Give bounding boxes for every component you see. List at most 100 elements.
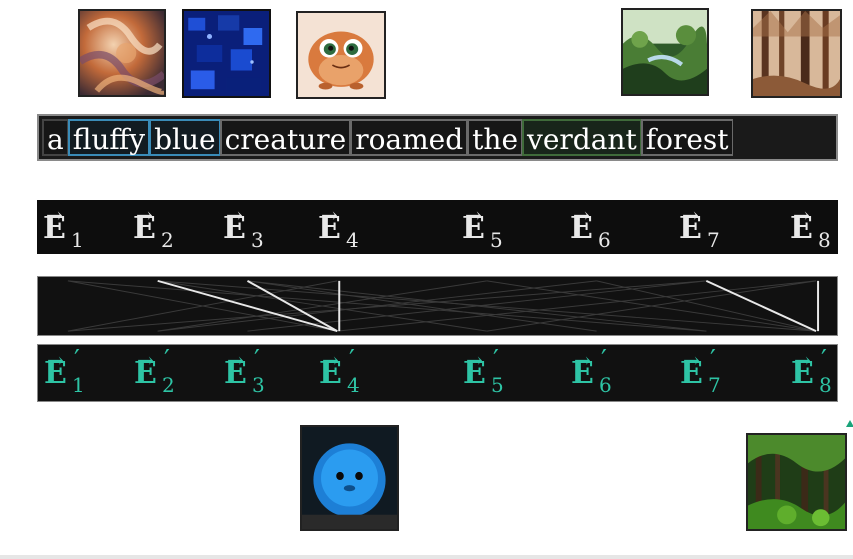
vector-arrow: → bbox=[227, 348, 244, 372]
vector-subscript: 7 bbox=[707, 228, 720, 252]
vector-symbol: E bbox=[133, 211, 156, 246]
vector-symbol: E bbox=[134, 356, 157, 391]
swirl-texture-image bbox=[78, 9, 166, 97]
bottom-divider bbox=[0, 555, 853, 559]
updated-embedding-1: →E′1 bbox=[44, 345, 99, 401]
updated-embedding-8: →E′8 bbox=[791, 345, 846, 401]
updated-embedding-4: →E′4 bbox=[319, 345, 374, 401]
attention-line bbox=[67, 280, 707, 332]
updated-embedding-bar: →E′1→E′2→E′3→E′4→E′5→E′6→E′7→E′8 bbox=[37, 344, 838, 402]
vector-subscript: 7 bbox=[708, 373, 721, 397]
attention-pattern-bar bbox=[37, 276, 838, 336]
vector-arrow: → bbox=[137, 348, 154, 372]
vector-arrow: → bbox=[794, 348, 811, 372]
word-the: the bbox=[467, 119, 523, 156]
vector-arrow: → bbox=[47, 348, 64, 372]
vector-subscript: 3 bbox=[251, 228, 264, 252]
vector-prime: ′ bbox=[254, 345, 260, 375]
attention-line bbox=[67, 280, 338, 332]
vector-prime: ′ bbox=[710, 345, 716, 375]
vector-symbol: E bbox=[570, 211, 593, 246]
vector-prime: ′ bbox=[821, 345, 827, 375]
word-creature: creature bbox=[219, 119, 351, 156]
vector-symbol: E bbox=[791, 356, 814, 391]
vector-symbol: E bbox=[679, 211, 702, 246]
vector-symbol: E bbox=[44, 356, 67, 391]
word-blue: blue bbox=[149, 119, 220, 156]
word-verdant: verdant bbox=[522, 119, 641, 156]
vector-subscript: 4 bbox=[347, 373, 360, 397]
vector-subscript: 5 bbox=[490, 228, 503, 252]
attention-line-strong bbox=[157, 279, 338, 333]
attention-line-strong bbox=[705, 279, 817, 333]
vector-symbol: E bbox=[318, 211, 341, 246]
vector-prime: ′ bbox=[493, 345, 499, 375]
verdant-image bbox=[621, 8, 709, 96]
corner-marker bbox=[846, 420, 853, 427]
vector-subscript: 1 bbox=[71, 228, 84, 252]
word-roamed: roamed bbox=[350, 119, 468, 156]
word-a: a bbox=[42, 119, 68, 156]
attention-line bbox=[157, 280, 487, 332]
vector-arrow: → bbox=[683, 348, 700, 372]
attention-line bbox=[337, 280, 817, 332]
updated-embedding-2: →E′2 bbox=[134, 345, 189, 401]
vector-arrow: → bbox=[136, 203, 153, 227]
vector-symbol: E bbox=[43, 211, 66, 246]
vector-prime: ′ bbox=[349, 345, 355, 375]
vector-arrow: → bbox=[321, 203, 338, 227]
vector-subscript: 6 bbox=[599, 373, 612, 397]
vector-symbol: E bbox=[463, 356, 486, 391]
blue-texture-image bbox=[182, 9, 271, 98]
creature-image bbox=[296, 11, 386, 99]
vector-subscript: 5 bbox=[491, 373, 504, 397]
green-forest-image bbox=[746, 433, 847, 531]
vector-subscript: 6 bbox=[598, 228, 611, 252]
vector-prime: ′ bbox=[74, 345, 80, 375]
vector-arrow: → bbox=[465, 203, 482, 227]
vector-arrow: → bbox=[226, 203, 243, 227]
vector-subscript: 3 bbox=[252, 373, 265, 397]
attention-line bbox=[157, 280, 817, 332]
vector-subscript: 2 bbox=[162, 373, 175, 397]
vector-arrow: → bbox=[322, 348, 339, 372]
updated-embedding-6: →E′6 bbox=[571, 345, 626, 401]
vector-arrow: → bbox=[793, 203, 810, 227]
word-fluffy: fluffy bbox=[67, 119, 150, 156]
word-forest: forest bbox=[640, 119, 733, 156]
attention-lines bbox=[67, 279, 820, 333]
sentence-bar: a fluffy blue creature roamed the verdan… bbox=[37, 114, 838, 161]
vector-symbol: E bbox=[223, 211, 246, 246]
vector-subscript: 4 bbox=[346, 228, 359, 252]
vector-symbol: E bbox=[571, 356, 594, 391]
updated-embedding-3: →E′3 bbox=[224, 345, 279, 401]
forest-image bbox=[751, 9, 842, 98]
vector-prime: ′ bbox=[601, 345, 607, 375]
vector-arrow: → bbox=[466, 348, 483, 372]
vector-arrow: → bbox=[682, 203, 699, 227]
attention-line bbox=[486, 280, 817, 332]
vector-prime: ′ bbox=[164, 345, 170, 375]
vector-subscript: 8 bbox=[818, 228, 831, 252]
vector-symbol: E bbox=[319, 356, 342, 391]
vector-arrow: → bbox=[573, 203, 590, 227]
updated-embedding-5: →E′5 bbox=[463, 345, 518, 401]
vector-symbol: E bbox=[224, 356, 247, 391]
vector-symbol: E bbox=[680, 356, 703, 391]
vector-arrow: → bbox=[574, 348, 591, 372]
vector-subscript: 8 bbox=[819, 373, 832, 397]
vector-symbol: E bbox=[790, 211, 813, 246]
attention-line bbox=[247, 280, 597, 332]
attention-line-strong bbox=[246, 280, 338, 332]
fluffy-blue-creature-image bbox=[300, 425, 399, 531]
attention-line bbox=[596, 280, 817, 332]
